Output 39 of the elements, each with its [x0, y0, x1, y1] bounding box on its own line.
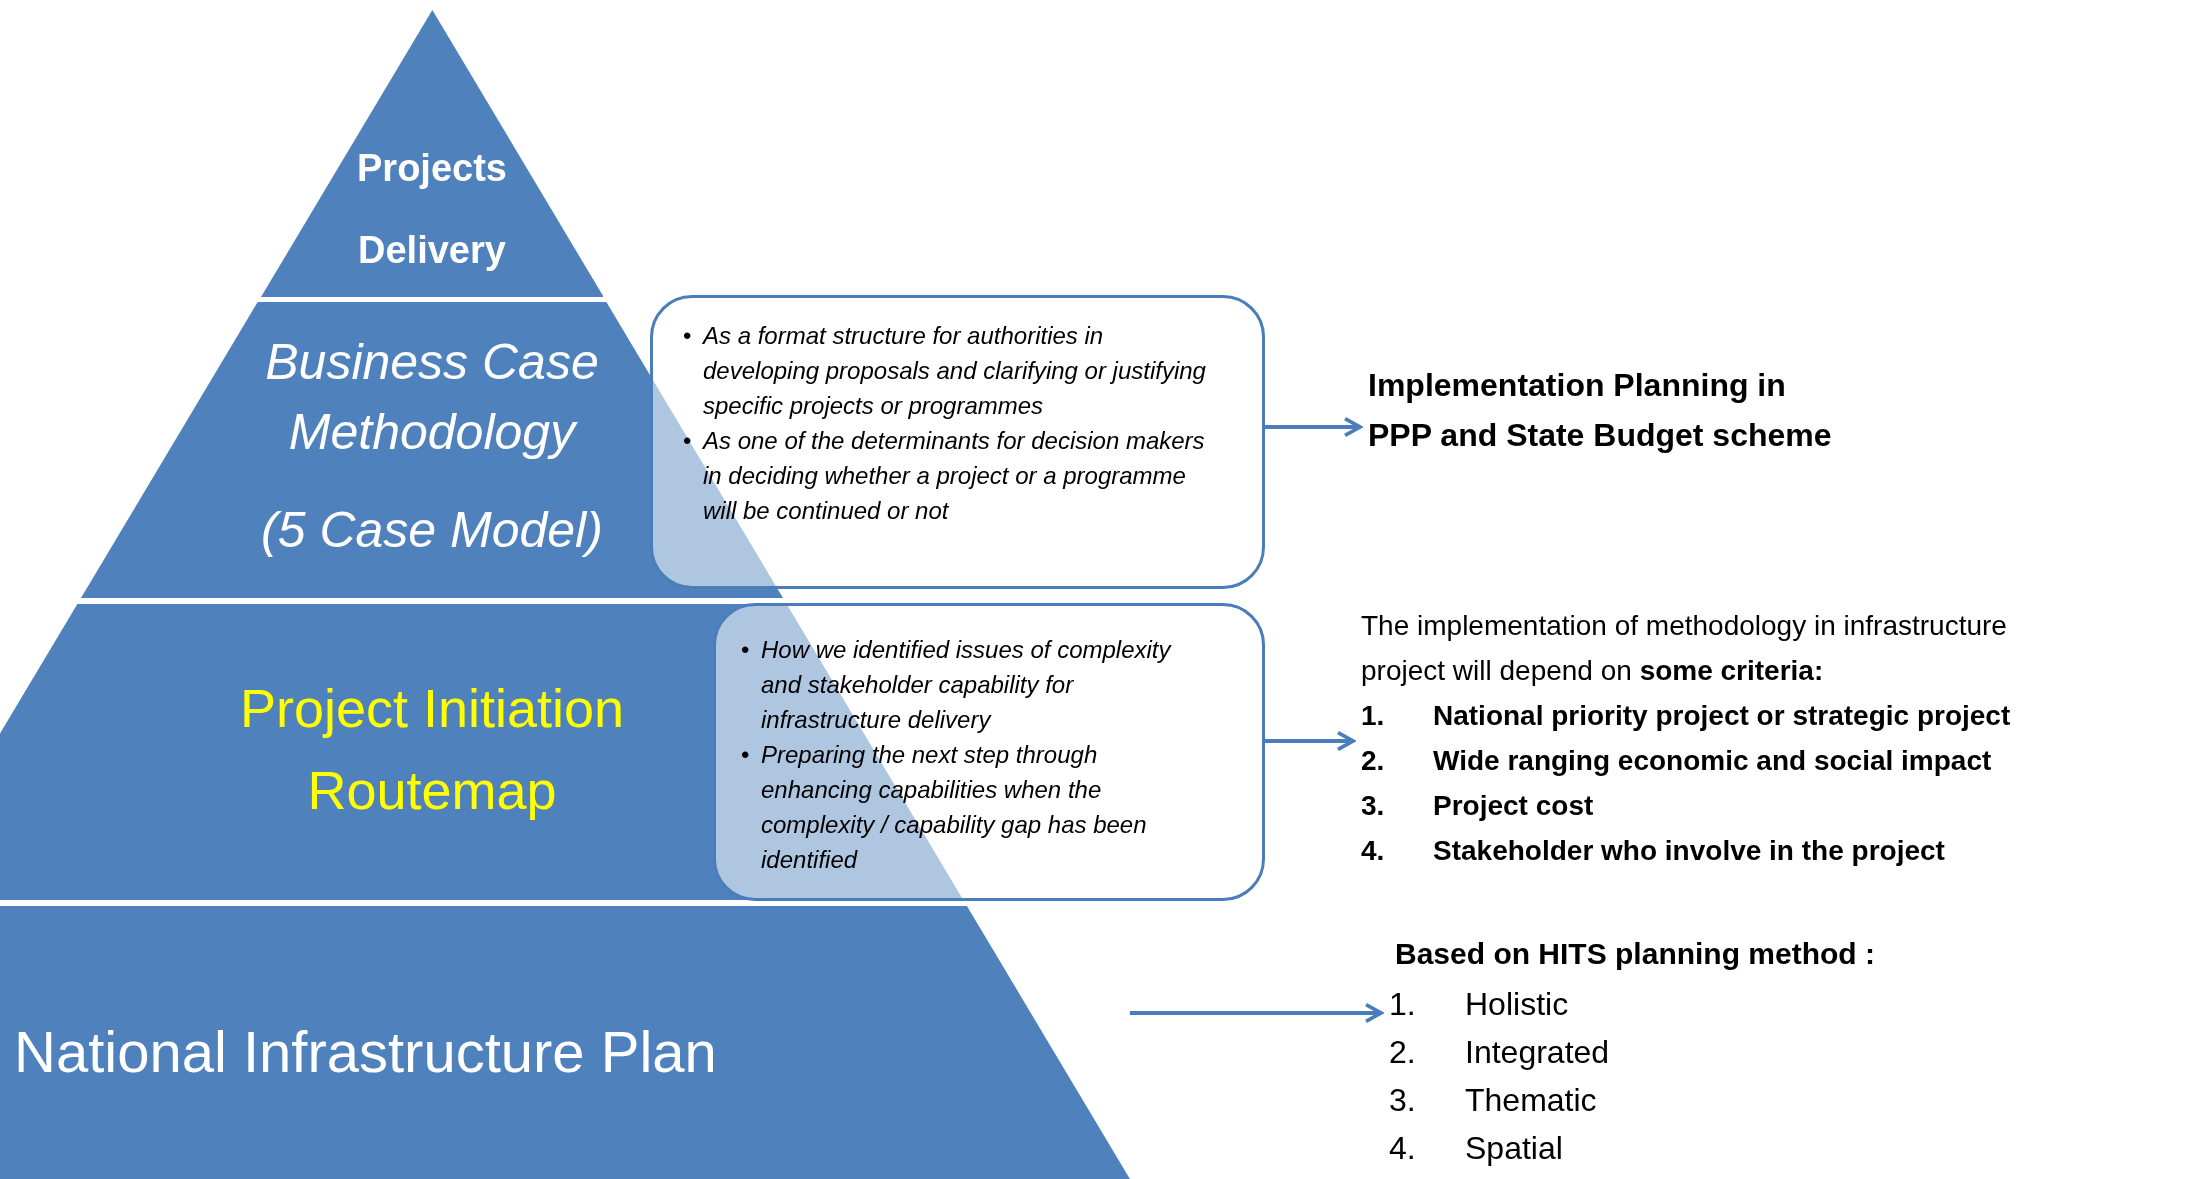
list-item: Project cost: [1433, 789, 1594, 823]
callout-box: [650, 295, 1265, 589]
layer-title: National Infrastructure Plan: [14, 1018, 717, 1086]
bullet-text: Preparing the next step through enhancing capabilities when the complexity / capability gap has been identified: [761, 740, 1148, 875]
layer-title: Projects Delivery: [356, 146, 508, 273]
list-item: Wide ranging economic and social impact: [1433, 744, 1992, 778]
bullet-text: As one of the determinants for decision makers in deciding whether a project or a programme will be continued or not: [703, 426, 1206, 526]
list-number: 2.: [1361, 744, 1386, 778]
list-heading: Based on HITS planning method :: [1394, 936, 1876, 972]
callout-box: [713, 603, 1265, 901]
layer-title: Business Case Methodology: [264, 333, 600, 462]
bullet-mark: •: [741, 740, 751, 770]
arrow: [1265, 730, 1355, 752]
list-number: 1.: [1389, 985, 1417, 1024]
bullet-mark: •: [741, 635, 751, 665]
bullet-mark: •: [683, 426, 693, 456]
layer-subtitle: (5 Case Model): [260, 501, 604, 560]
list-number: 3.: [1361, 789, 1386, 823]
bullet-mark: •: [683, 321, 693, 351]
list-item: Thematic: [1465, 1081, 1597, 1120]
list-number: 2.: [1389, 1033, 1417, 1072]
list-item: Holistic: [1465, 985, 1569, 1024]
bullet-text: How we identified issues of complexity and stakeholder capability for infrastructure delivery: [761, 635, 1173, 735]
list-item: Integrated: [1465, 1033, 1610, 1072]
list-number: 3.: [1389, 1081, 1417, 1120]
pyramid-layer: [260, 10, 604, 297]
bullet-text: As a format structure for authorities in developing proposals and clarifying or justifying specific projects or programmes: [703, 321, 1207, 421]
layer-title: Project Initiation Routemap: [238, 677, 626, 822]
list-item: Spatial: [1465, 1129, 1563, 1168]
list-item: Stakeholder who involve in the project: [1433, 834, 1945, 868]
intro-text: The implementation of methodology in infrastructure project will depend on some criteria:: [1361, 609, 2008, 688]
arrow: [1129, 1002, 1383, 1024]
list-item: National priority project or strategic project: [1433, 699, 2011, 733]
list-number: 4.: [1389, 1129, 1417, 1168]
list-number: 1.: [1361, 699, 1386, 733]
list-number: 4.: [1361, 834, 1386, 868]
pyramid-layer: [0, 906, 1130, 1179]
arrow: [1265, 416, 1362, 438]
result-heading: Implementation Planning in PPP and State Budget scheme: [1368, 360, 2008, 460]
